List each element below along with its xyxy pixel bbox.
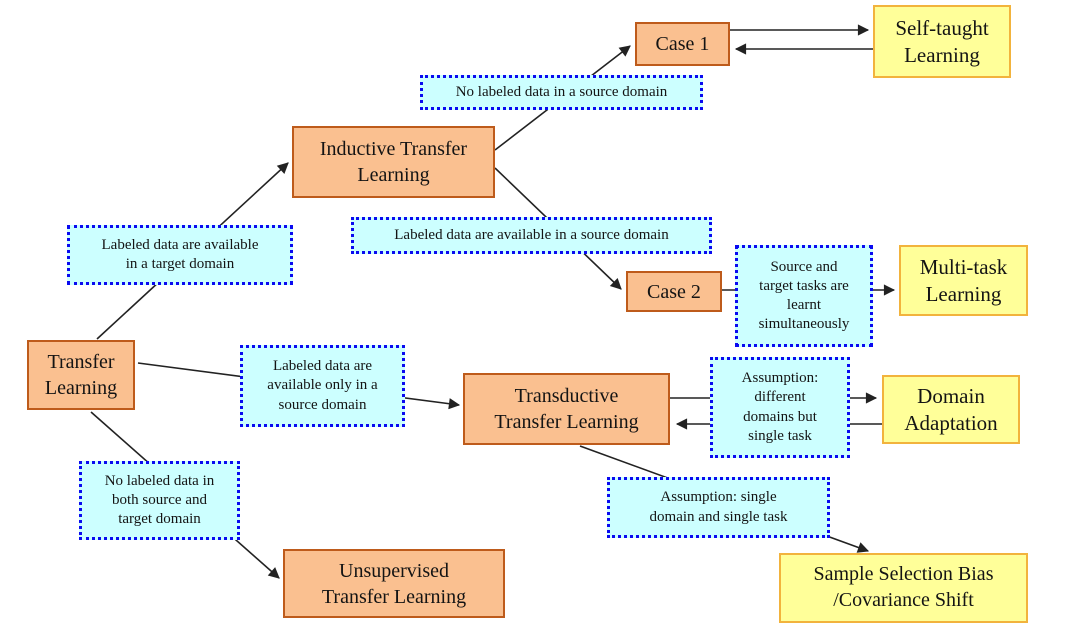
node-inductive-label: Inductive Transfer Learning — [319, 138, 468, 186]
condition-labeled-data-source: Labeled data are available in a source d… — [351, 217, 712, 254]
condition-labeled-only-source: Labeled data are available only in a sou… — [240, 345, 405, 427]
condition-labeled-data-target: Labeled data are available in a target d… — [67, 225, 293, 285]
node-selftaught-label: Self-taught Learning — [895, 15, 989, 67]
node-domain-adaptation: Domain Adaptation — [882, 375, 1020, 444]
node-samplebias-label: Sample Selection Bias /Covariance Shift — [813, 563, 994, 611]
condition-label: Labeled data are available in a source d… — [394, 226, 669, 243]
condition-label: Source and target tasks are learnt simul… — [758, 258, 850, 333]
node-case2-label: Case 2 — [647, 280, 701, 303]
condition-label: Assumption: different domains but single… — [741, 370, 819, 444]
condition-label: Assumption: single domain and single tas… — [649, 489, 788, 525]
node-case-2: Case 2 — [626, 271, 722, 312]
node-case1-label: Case 1 — [655, 33, 710, 55]
node-transfer-learning-label: Transfer Learning — [44, 351, 118, 399]
condition-label: Labeled data are available only in a sou… — [267, 358, 378, 413]
condition-label: No labeled data in both source and targe… — [104, 472, 215, 528]
node-inductive-transfer-learning: Inductive Transfer Learning — [292, 126, 495, 198]
condition-no-labeled-data-source: No labeled data in a source domain — [420, 75, 703, 110]
node-sample-selection-bias: Sample Selection Bias /Covariance Shift — [779, 553, 1028, 623]
node-case-1: Case 1 — [635, 22, 730, 66]
condition-assumption-single-domain: Assumption: single domain and single tas… — [607, 477, 830, 538]
node-unsupervised-label: Unsupervised Transfer Learning — [321, 559, 467, 608]
condition-assumption-different-domains: Assumption: different domains but single… — [710, 357, 850, 458]
node-transductive-label: Transductive Transfer Learning — [494, 385, 639, 433]
node-unsupervised-transfer-learning: Unsupervised Transfer Learning — [283, 549, 505, 618]
node-multi-task-learning: Multi-task Learning — [899, 245, 1028, 316]
condition-label: No labeled data in a source domain — [455, 83, 668, 100]
condition-source-target-tasks-simultaneous: Source and target tasks are learnt simul… — [735, 245, 873, 347]
node-transfer-learning: Transfer Learning — [27, 340, 135, 410]
node-self-taught-learning: Self-taught Learning — [873, 5, 1011, 78]
node-multitask-label: Multi-task Learning — [919, 254, 1008, 306]
condition-no-labeled-both: No labeled data in both source and targe… — [79, 461, 240, 540]
node-domainadaptation-label: Domain Adaptation — [904, 383, 998, 435]
node-transductive-transfer-learning: Transductive Transfer Learning — [463, 373, 670, 445]
condition-label: Labeled data are available in a target d… — [101, 236, 259, 272]
